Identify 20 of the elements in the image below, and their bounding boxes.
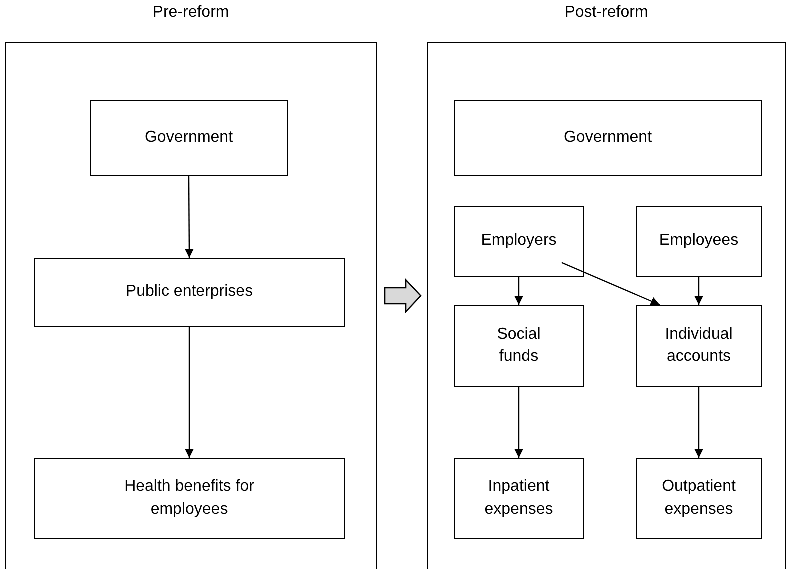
process-box: Health benefits for employees xyxy=(34,458,345,539)
panel-heading: Pre-reform xyxy=(152,4,230,22)
arrow xyxy=(694,387,704,458)
block-arrow xyxy=(384,278,422,314)
process-box: Government xyxy=(454,100,762,176)
process-box: Outpatient expenses xyxy=(636,458,762,539)
process-box: Inpatient expenses xyxy=(454,458,584,539)
arrow xyxy=(185,327,194,458)
process-box: Individual accounts xyxy=(636,305,762,387)
arrow xyxy=(184,176,194,258)
process-box: Government xyxy=(90,100,288,176)
process-box: Employers xyxy=(454,206,584,277)
panel-heading: Post-reform xyxy=(564,4,648,22)
arrow xyxy=(694,277,704,305)
process-box: Public enterprises xyxy=(34,258,345,327)
arrow xyxy=(514,277,524,305)
process-box: Social funds xyxy=(454,305,584,387)
arrow xyxy=(562,262,660,306)
process-box: Employees xyxy=(636,206,762,277)
arrow xyxy=(514,387,524,458)
